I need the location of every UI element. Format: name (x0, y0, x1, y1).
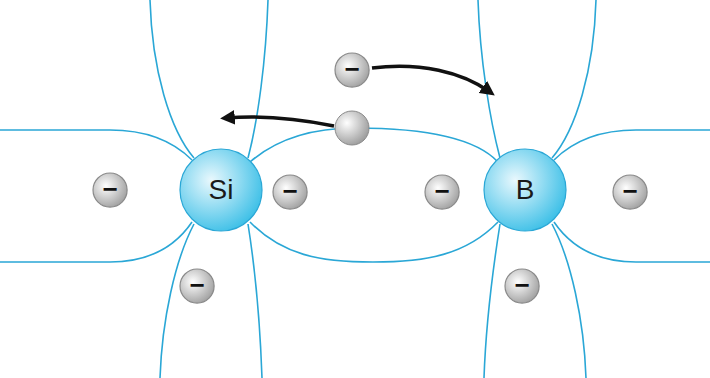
hole (335, 111, 369, 145)
atom-symbol: Si (209, 176, 234, 204)
charge-sign: − (622, 178, 637, 204)
electron-circle: − (179, 268, 215, 304)
charge-sign: − (434, 178, 449, 204)
charge-sign: − (344, 56, 359, 82)
atom-circle: B (483, 148, 567, 232)
hole-move-arrow (226, 117, 334, 126)
electron-circle: − (92, 172, 128, 208)
charge-sign: − (102, 176, 117, 202)
electron-circle: − (424, 174, 460, 210)
electron-circle: − (272, 174, 308, 210)
electron-circle: − (504, 268, 540, 304)
charge-sign: − (514, 272, 529, 298)
atom-symbol: B (516, 176, 535, 204)
electron-circle: − (334, 52, 370, 88)
electron-circle: − (612, 174, 648, 210)
electron-move-arrow (372, 66, 490, 92)
atom-circle: Si (179, 148, 263, 232)
charge-sign: − (189, 272, 204, 298)
charge-sign: − (282, 178, 297, 204)
